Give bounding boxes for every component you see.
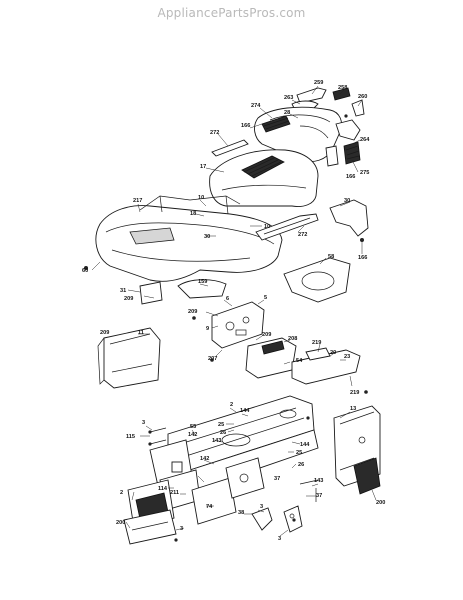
callout-label: 272 <box>298 232 307 238</box>
callout-label: 142 <box>200 456 209 462</box>
callout-label: 26 <box>220 430 226 436</box>
callout-label: 166 <box>241 123 250 129</box>
front-bracket-part <box>149 439 201 511</box>
callout-label: 208 <box>288 336 297 342</box>
callout-label: 2 <box>120 490 123 496</box>
callout-label: 219 <box>350 390 359 396</box>
leader-lines <box>91 85 377 537</box>
callout-label: 17 <box>200 164 206 170</box>
callout-label: 30 <box>204 234 210 240</box>
callout-label: 143 <box>212 438 221 444</box>
hardware-bolts <box>84 114 368 542</box>
fender-pan-part <box>95 195 283 282</box>
callout-label: 264 <box>360 137 370 143</box>
callout-label: 3 <box>278 536 281 542</box>
callout-label: 114 <box>158 486 168 492</box>
callout-label: 200 <box>116 520 125 526</box>
callout-label: 10 <box>198 195 204 201</box>
callout-label: 159 <box>198 279 207 285</box>
callout-label: 60 <box>82 268 88 274</box>
callout-label: 211 <box>170 490 179 496</box>
callout-label: 6 <box>226 296 229 302</box>
callout-label: 38 <box>238 510 244 516</box>
callout-label: 209 <box>124 296 133 302</box>
callout-label: 144 <box>300 442 310 448</box>
watermark: AppliancePartsPros.com <box>157 6 306 20</box>
grille-part <box>325 119 361 167</box>
callout-label: 207 <box>208 356 217 362</box>
callout-label: 209 <box>100 330 109 336</box>
callout-label: 200 <box>376 500 385 506</box>
rear-plate-part <box>333 405 381 495</box>
right-panel-part <box>291 347 361 385</box>
callout-label: 13 <box>350 406 356 412</box>
callout-label: 260 <box>358 94 367 100</box>
callout-label: 54 <box>296 358 303 364</box>
callout-label: 217 <box>133 198 142 204</box>
hood-body-part <box>254 106 342 162</box>
callout-label: 25 <box>218 422 224 428</box>
callout-label: 275 <box>360 170 369 176</box>
callout-label: 3 <box>142 420 145 426</box>
callout-label: 26 <box>298 462 304 468</box>
callout-label: 37 <box>316 493 322 499</box>
callout-label: 209 <box>188 309 197 315</box>
callout-label: 3 <box>260 504 263 510</box>
callout-label: 115 <box>126 434 135 440</box>
callout-label: 9 <box>206 326 209 332</box>
mount-bracket-part <box>139 281 163 305</box>
hood-cap-part <box>291 87 365 117</box>
callout-label: 74 <box>206 504 213 510</box>
callout-label: 142 <box>188 432 197 438</box>
left-side-panel-part <box>97 327 161 389</box>
seat-pan-part <box>177 279 227 299</box>
callout-label: 20 <box>330 350 336 356</box>
callout-label: 263 <box>284 95 293 101</box>
callout-labels: 259 258 260 263 274 166 28 264 272 17 16… <box>82 80 385 542</box>
callout-label: 11 <box>138 330 144 336</box>
callout-label: 18 <box>190 211 196 217</box>
callout-label: 274 <box>251 103 261 109</box>
callout-label: 23 <box>344 354 350 360</box>
callout-label: 37 <box>274 476 280 482</box>
callout-label: 272 <box>210 130 219 136</box>
callout-label: 143 <box>314 478 323 484</box>
callout-label: 5 <box>264 295 267 301</box>
callout-label: 28 <box>284 110 290 116</box>
callout-label: 259 <box>314 80 323 86</box>
callout-label: 166 <box>358 255 367 261</box>
rear-bracket-part <box>329 199 369 237</box>
callout-label: 25 <box>296 450 302 456</box>
floor-pan-part <box>283 257 351 303</box>
dash-console-part <box>209 149 319 207</box>
callout-label: 58 <box>328 254 334 260</box>
callout-label: 2 <box>230 402 233 408</box>
dash-panel-part <box>211 301 265 349</box>
callout-label: 10 <box>264 224 270 230</box>
trim-strip-part <box>211 139 249 157</box>
callout-label: 166 <box>346 174 355 180</box>
callout-label: 258 <box>338 85 347 91</box>
callout-label: 144 <box>240 408 250 414</box>
callout-label: 31 <box>120 288 126 294</box>
callout-label: 30 <box>344 198 350 204</box>
battery-tray-part <box>245 337 297 379</box>
callout-label: 3 <box>180 526 183 532</box>
callout-label: 55 <box>190 424 196 430</box>
center-plate-part <box>191 457 265 525</box>
front-bumper-part <box>123 479 177 545</box>
callout-label: 219 <box>312 340 321 346</box>
callout-label: 209 <box>262 332 271 338</box>
